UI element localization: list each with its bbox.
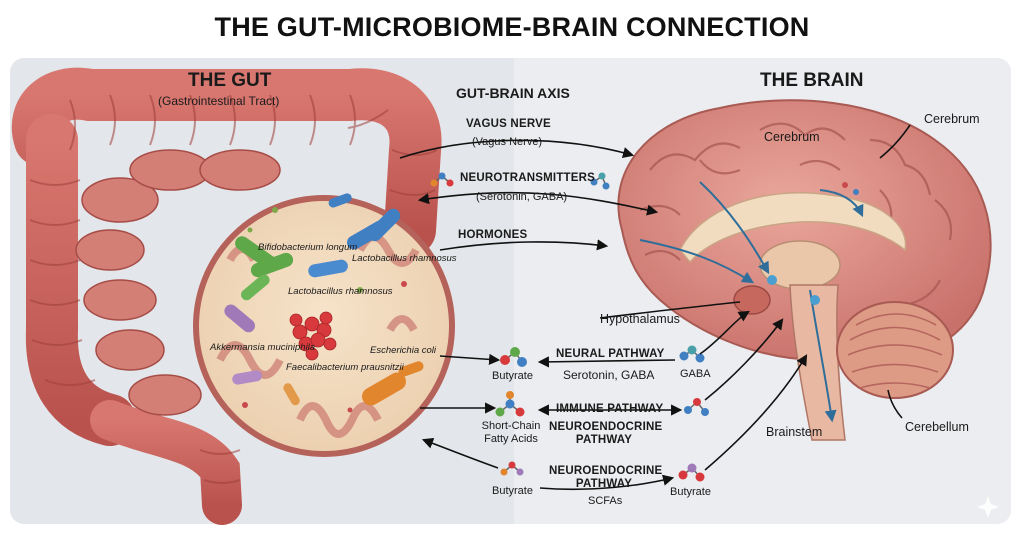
label-neural-pathway: NEURAL PATHWAY — [556, 348, 665, 360]
molecule-label-scfa-line1: Short-Chain — [481, 420, 541, 432]
molecule-label-scfa: Short-Chain Fatty Acids — [478, 420, 544, 446]
gut-subheading: (Gastrointestinal Tract) — [158, 94, 280, 108]
molecule-icon-butyrate-2 — [500, 461, 524, 476]
arrow-vagus-nerve — [399, 139, 635, 159]
arrow-butyrate-to-brainstem — [704, 354, 808, 471]
label-neuroendocrine-2-line2: PATHWAY — [575, 478, 633, 490]
large-intestine — [11, 67, 442, 525]
line-hypothalamus-label — [599, 301, 741, 319]
bacteria-cluster-red — [289, 311, 337, 361]
molecule-label-scfa-line2: Fatty Acids — [484, 433, 538, 445]
label-neurotransmitters-sub: (Serotonin, GABA) — [476, 191, 568, 203]
sparkle-icon — [977, 496, 999, 518]
axis-heading: GUT-BRAIN AXIS — [456, 85, 570, 101]
molecule-icon-butyrate-3 — [678, 463, 705, 482]
gut-heading: THE GUT — [188, 70, 272, 91]
page-title: THE GUT-MICROBIOME-BRAIN CONNECTION — [214, 12, 810, 42]
arrow-butyrate-to-gut — [421, 437, 499, 469]
brain-label-cerebrum-inner: Cerebrum — [764, 130, 820, 144]
label-neuroendocrine-pathway-1: NEUROENDOCRINE PATHWAY — [549, 421, 663, 447]
cerebellum-shape — [836, 301, 954, 399]
molecule-icon-gaba — [679, 345, 705, 363]
label-hormones: HORMONES — [458, 229, 528, 241]
label-neuroendocrine-pathway-2: NEUROENDOCRINE PATHWAY — [549, 465, 663, 491]
label-scfas: SCFAs — [588, 495, 623, 507]
arrow-to-butyrate-1 — [439, 353, 501, 365]
molecule-icon-neurotransmitter-right — [590, 172, 610, 190]
label-immune-pathway: IMMUNE PATHWAY — [556, 403, 664, 415]
brain-illustration — [617, 99, 992, 441]
brain-label-hypothalamus: Hypothalamus — [600, 312, 680, 326]
pathway-arrows — [399, 124, 911, 491]
label-vagus-nerve-sub: (Vagus Nerve) — [472, 136, 543, 148]
microbe-label-akkermansia: Akkermansia muciniphila — [210, 342, 316, 353]
microbe-label-escherichia: Escherichia coli — [370, 345, 436, 356]
arrow-neural-pathway — [537, 356, 676, 368]
molecule-label-butyrate-1: Butyrate — [492, 370, 533, 382]
microbe-label-faecalibacterium: Faecalibacterium prausnitzii — [286, 362, 404, 373]
microbe-label-bifidobacterium: Bifidobacterium longum — [258, 242, 358, 253]
molecule-icon-butyrate-1 — [500, 347, 527, 367]
molecule-label-gaba: GABA — [680, 368, 711, 380]
arrow-gaba-to-hypothalamus — [699, 310, 750, 355]
brain-label-brainstem: Brainstem — [766, 425, 823, 439]
arrow-neurotransmitters — [417, 191, 659, 216]
label-vagus-nerve: VAGUS NERVE — [466, 118, 551, 130]
label-neuroendocrine-1-line2: PATHWAY — [575, 434, 633, 446]
molecule-icon-immune — [684, 398, 709, 416]
molecule-label-butyrate-2: Butyrate — [492, 485, 533, 497]
label-neurotransmitters: NEUROTRANSMITTERS — [460, 172, 596, 184]
molecule-icon-scfa — [495, 391, 525, 417]
line-cerebellum-label — [887, 389, 903, 419]
label-neuroendocrine-2-line1: NEUROENDOCRINE — [549, 465, 663, 477]
brain-heading: THE BRAIN — [760, 70, 864, 91]
brain-label-cerebellum: Cerebellum — [905, 420, 969, 434]
label-neuroendocrine-1-line1: NEUROENDOCRINE — [549, 421, 663, 433]
molecule-icon-neurotransmitter-left — [430, 172, 454, 187]
bacterium-purple — [224, 304, 255, 333]
arrow-neuroendocrine-scfa — [539, 474, 675, 491]
arrow-immune-to-brain — [704, 318, 784, 401]
molecule-label-butyrate-3: Butyrate — [670, 486, 711, 498]
brain-label-cerebrum-outer: Cerebrum — [924, 112, 980, 126]
microbe-label-lactobacillus-1: Lactobacillus rhamnosus — [352, 253, 457, 264]
label-neural-pathway-sub: Serotonin, GABA — [563, 368, 655, 382]
bacterium-orange — [362, 372, 406, 406]
arrow-hormones — [439, 239, 609, 251]
line-cerebrum-label — [879, 124, 911, 159]
microbe-label-lactobacillus-2: Lactobacillus rhamnosus — [288, 286, 393, 297]
microbiome-circle — [193, 193, 455, 457]
